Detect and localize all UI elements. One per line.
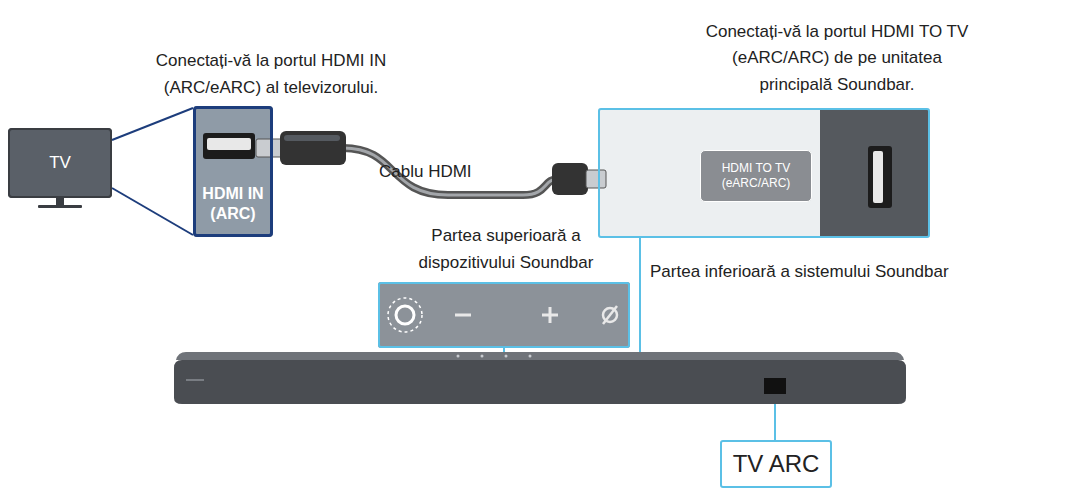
leader-line — [112, 108, 193, 140]
button-dot — [457, 355, 460, 358]
soundbar-underside — [820, 110, 928, 236]
hdmi-plug-body — [552, 163, 588, 195]
button-dot — [481, 355, 484, 358]
hdmi-plug-head — [256, 139, 282, 157]
hdmi-plug-head — [586, 170, 606, 188]
hdmi-plug-body — [280, 131, 346, 165]
box-text: HDMI IN (ARC) — [198, 184, 268, 224]
leader-line — [639, 238, 641, 360]
callout-heading: Conectați-vă la portul HDMI IN (ARC/eARC… — [131, 48, 411, 101]
button-panel-fill — [378, 282, 630, 348]
hdmi-plug-shine — [284, 135, 340, 141]
tv-box: TV — [8, 128, 112, 198]
port-label: HDMI TO TV (eARC/ARC) — [700, 150, 812, 202]
power-button-highlight — [388, 298, 422, 332]
hdmi-port — [868, 146, 892, 208]
button-dot — [529, 355, 532, 358]
soundbar-logo — [186, 379, 204, 381]
soundbar-body — [174, 360, 906, 404]
mute-button — [603, 306, 617, 324]
callout-heading: Conectați-vă la portul HDMI TO TV (eARC/… — [703, 19, 971, 98]
volume-down-button — [455, 314, 471, 317]
tv-base — [38, 205, 82, 208]
hdmi-port-inner — [207, 138, 251, 150]
soundbar-top — [176, 352, 904, 360]
part-label: Partea inferioară a sistemului Soundbar — [650, 262, 1086, 282]
box-text: TV — [49, 153, 71, 173]
hdmi-port-inner — [873, 151, 883, 203]
port-panel: Conectați-vă la portul HDMI IN (ARC/eARC… — [193, 106, 273, 237]
cable-label: Cablu HDMI — [379, 162, 472, 182]
button-panel: Partea superioară a dispozitivului Sound… — [378, 282, 630, 348]
tv-stand — [56, 198, 64, 206]
box-text: TV ARC — [733, 450, 820, 478]
callout-box: TV ARC — [720, 440, 832, 488]
arc-port — [764, 378, 786, 394]
box-text: HDMI TO TV (eARC/ARC) — [701, 161, 811, 191]
hdmi-port — [203, 133, 255, 159]
port-panel-fill — [598, 108, 930, 238]
port-panel: Conectați-vă la portul HDMI TO TV (eARC/… — [598, 108, 930, 238]
port-panel-fill — [193, 106, 273, 237]
volume-up-button — [549, 307, 552, 323]
power-button — [396, 306, 414, 324]
tv-screen — [8, 128, 112, 198]
leader-line — [112, 188, 193, 235]
callout-heading: Partea superioară a dispozitivului Sound… — [396, 223, 616, 276]
button-dot — [505, 355, 508, 358]
